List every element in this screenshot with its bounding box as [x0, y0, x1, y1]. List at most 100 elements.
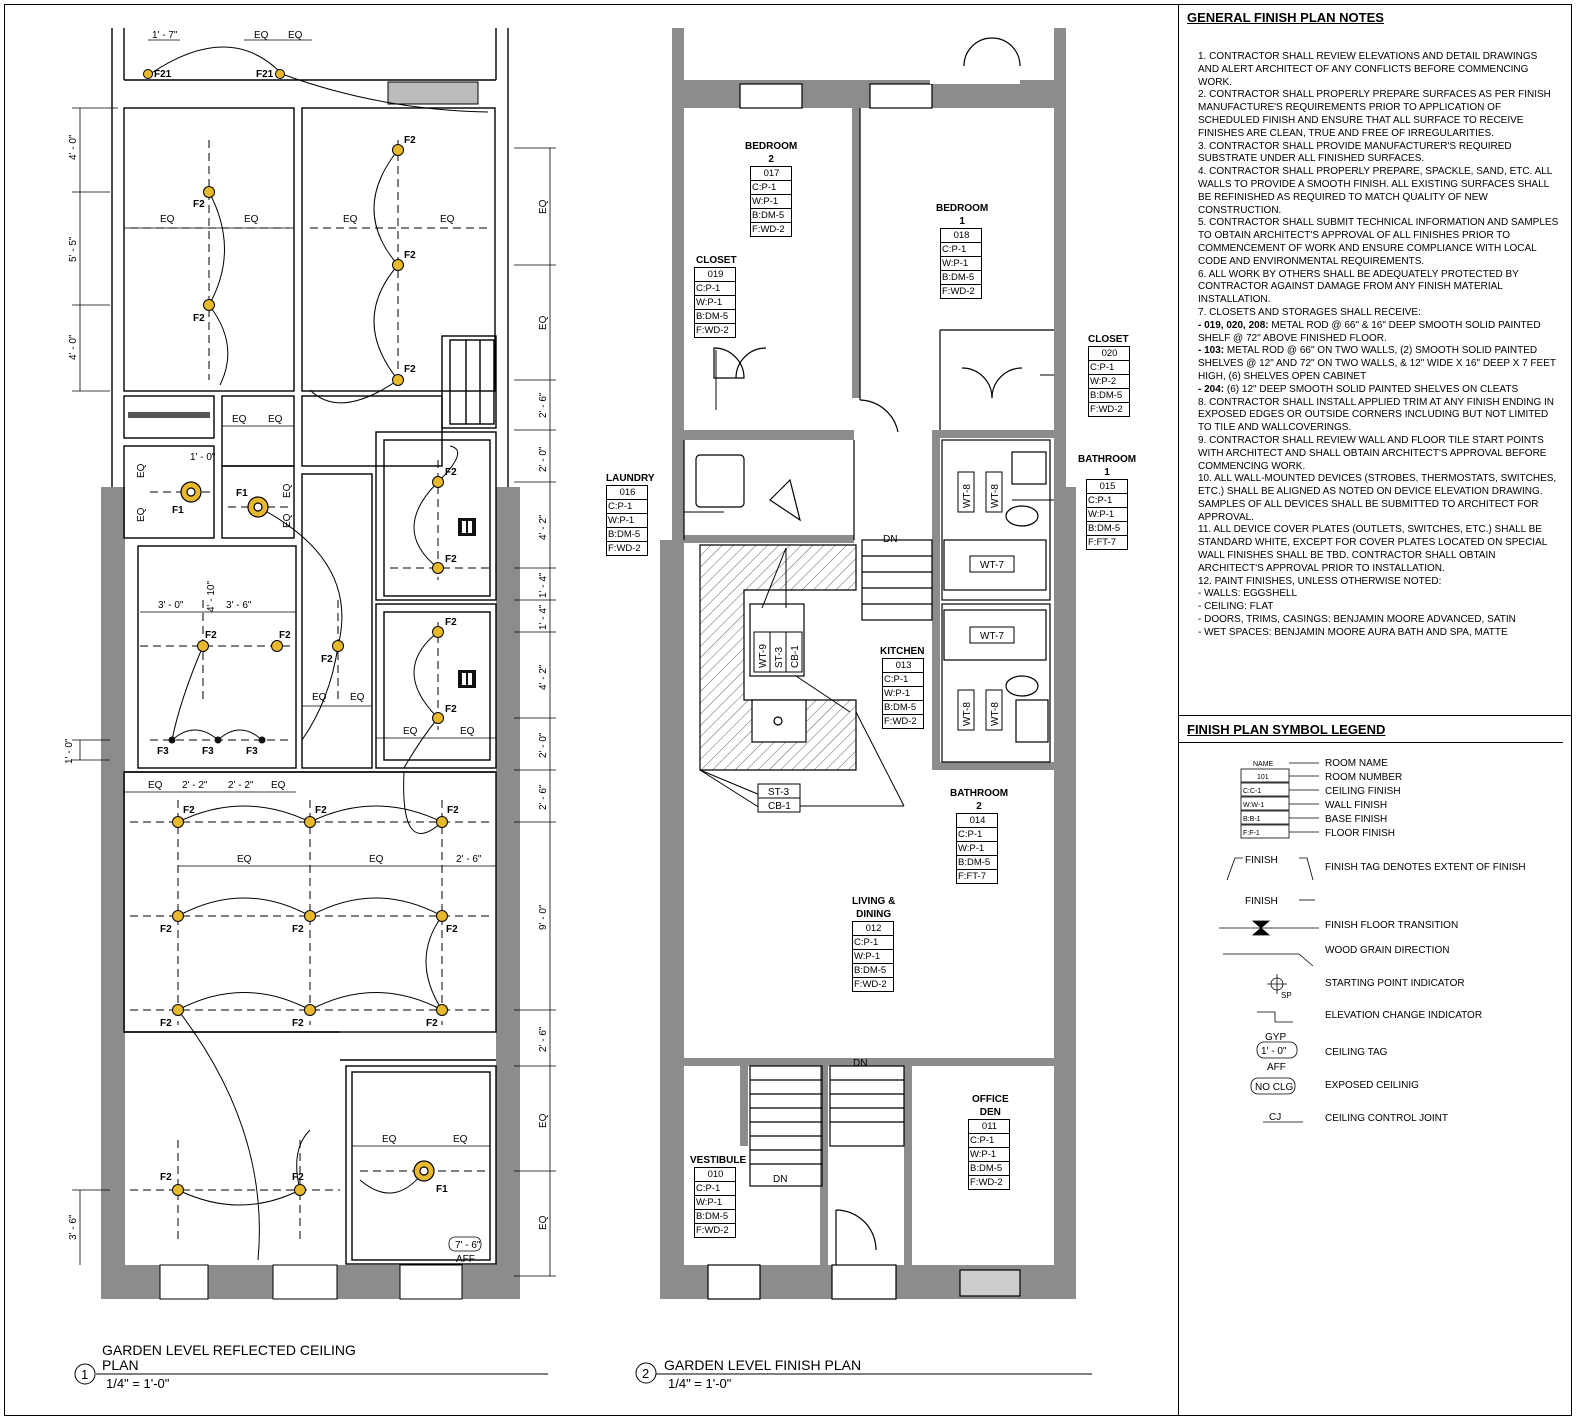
legend-tag-sample: B:B-1 — [1243, 816, 1261, 823]
dim-text: EQ — [538, 199, 549, 214]
legend-starting-point: STARTING POINT INDICATOR — [1325, 978, 1465, 989]
dim-text: EQ — [271, 780, 286, 791]
dim-text: EQ — [237, 854, 252, 865]
legend-ceiling-tag: CEILING TAG — [1325, 1047, 1388, 1058]
dim-text: EQ — [136, 463, 147, 478]
note-item: 5. CONTRACTOR SHALL SUBMIT TECHNICAL INF… — [1198, 217, 1559, 267]
dim-text: EQ — [369, 854, 384, 865]
dim-text: 2' - 2" — [182, 780, 208, 791]
dim-text: 1' - 0" — [64, 738, 75, 764]
note-subitem: - 019, 020, 208: METAL ROD @ 66" & 16" D… — [1198, 320, 1560, 346]
fixture-label: F3 — [246, 746, 258, 757]
legend-floor-transition: FINISH FLOOR TRANSITION — [1325, 920, 1459, 931]
finish-code: B:DM-5 — [941, 271, 981, 285]
dim-text: 2' - 6" — [456, 854, 482, 865]
finish-code: B:DM-5 — [695, 310, 735, 324]
finish-code: B:DM-5 — [883, 701, 923, 715]
legend-sp: SP — [1281, 991, 1292, 1000]
finish-code: W:P-1 — [607, 514, 647, 528]
room-number: 017 — [751, 167, 791, 181]
finish-code: W:P-1 — [695, 296, 735, 310]
paint-item: - CEILING: FLAT — [1198, 601, 1274, 613]
dim-text: 4' - 0" — [68, 134, 79, 160]
legend-tag-sample: C:C-1 — [1243, 788, 1261, 795]
dim-text: EQ — [254, 30, 269, 41]
legend-finish-symbol: FINISH — [1245, 896, 1278, 907]
dim-text: EQ — [282, 513, 293, 528]
finish-code: F:WD-2 — [696, 1225, 729, 1236]
fixture-label: F1 — [436, 1184, 448, 1195]
room-number: 019 — [695, 268, 735, 282]
finish-code: B:DM-5 — [969, 1162, 1009, 1176]
finish-code: B:DM-5 — [957, 856, 997, 870]
legend-gyp: GYP — [1265, 1032, 1286, 1043]
plan-title-line2: PLAN — [102, 1357, 139, 1373]
finish-code: W:P-1 — [1087, 508, 1127, 522]
legend-tag-sample: W:W-1 — [1243, 802, 1264, 809]
general-notes-panel: GENERAL FINISH PLAN NOTES 1. CONTRACTOR … — [1178, 4, 1572, 716]
fixture-label: F2 — [160, 1172, 172, 1183]
note-item: 6. ALL WORK BY OTHERS SHALL BE ADEQUATEL… — [1198, 268, 1519, 306]
note-item: 1. CONTRACTOR SHALL REVIEW ELEVATIONS AN… — [1198, 51, 1538, 88]
dim-text: 2' - 6" — [538, 392, 549, 418]
finish-code: C:P-1 — [695, 282, 735, 296]
dim-text: 3' - 6" — [68, 1214, 79, 1240]
finish-code: W:P-1 — [751, 195, 791, 209]
room-name: LIVING & — [852, 896, 896, 907]
symbol-legend-panel: FINISH PLAN SYMBOL LEGEND — [1178, 716, 1572, 1416]
note-subitem: - 204: (6) 12" DEEP SMOOTH SOLID PAINTED… — [1198, 384, 1560, 397]
fixture-label: F2 — [447, 805, 459, 816]
room-name: LAUNDRY — [606, 473, 655, 484]
legend-tag-sample: NAME — [1253, 761, 1274, 768]
dim-text: EQ — [538, 1215, 549, 1230]
fixture-label: F2 — [315, 805, 327, 816]
dim-text: EQ — [343, 214, 358, 225]
note-sub-bold: - 103: — [1198, 345, 1225, 357]
room-name: OFFICE — [972, 1094, 1009, 1105]
note-item: 2. CONTRACTOR SHALL PROPERLY PREPARE SUR… — [1198, 89, 1551, 139]
dim-text: EQ — [288, 30, 303, 41]
room-name: KITCHEN — [880, 646, 925, 657]
room-name: VESTIBULE — [690, 1155, 747, 1166]
dim-text: 1' - 4" — [538, 572, 549, 598]
note-sub-text: METAL ROD @ 66" ON TWO WALLS, (2) SMOOTH… — [1198, 345, 1556, 382]
fixture-label: F2 — [193, 199, 205, 210]
note-subitem: - 103: METAL ROD @ 66" ON TWO WALLS, (2)… — [1198, 345, 1560, 383]
fixture-label: F2 — [426, 1018, 438, 1029]
room-number: 016 — [607, 486, 647, 500]
fixture-label: F2 — [160, 1018, 172, 1029]
legend-ceiling-finish: CEILING FINISH — [1325, 786, 1401, 797]
legend-tag-sample: 101 — [1257, 774, 1269, 781]
sheet-border — [4, 4, 1572, 1416]
finish-code: C:P-1 — [883, 673, 923, 687]
dim-text: EQ — [160, 214, 175, 225]
dim-text: 2' - 0" — [538, 732, 549, 758]
fixture-label: F2 — [446, 924, 458, 935]
finish-code: F:WD-2 — [970, 1177, 1003, 1188]
finish-code: W:P-1 — [941, 257, 981, 271]
finish-code: F:FT-7 — [1088, 537, 1116, 548]
finish-code: C:P-1 — [1087, 494, 1127, 508]
room-name: CLOSET — [1088, 334, 1129, 345]
legend-cj: CJ — [1269, 1112, 1281, 1123]
legend-base-finish: BASE FINISH — [1325, 814, 1388, 825]
legend-tag-sample: F:F-1 — [1243, 830, 1260, 837]
dim-text: EQ — [232, 414, 247, 425]
room-name-line2: 2 — [768, 154, 774, 165]
dim-text: 9' - 0" — [538, 904, 549, 930]
note-item: 9. CONTRACTOR SHALL REVIEW WALL AND FLOO… — [1198, 434, 1547, 472]
fixture-label: F2 — [445, 467, 457, 478]
note-item: 3. CONTRACTOR SHALL PROVIDE MANUFACTURER… — [1198, 140, 1512, 165]
room-name: BATHROOM — [1078, 454, 1137, 465]
dim-text: 2' - 6" — [538, 784, 549, 810]
room-number: 015 — [1087, 480, 1127, 494]
finish-code: W:P-1 — [853, 950, 893, 964]
